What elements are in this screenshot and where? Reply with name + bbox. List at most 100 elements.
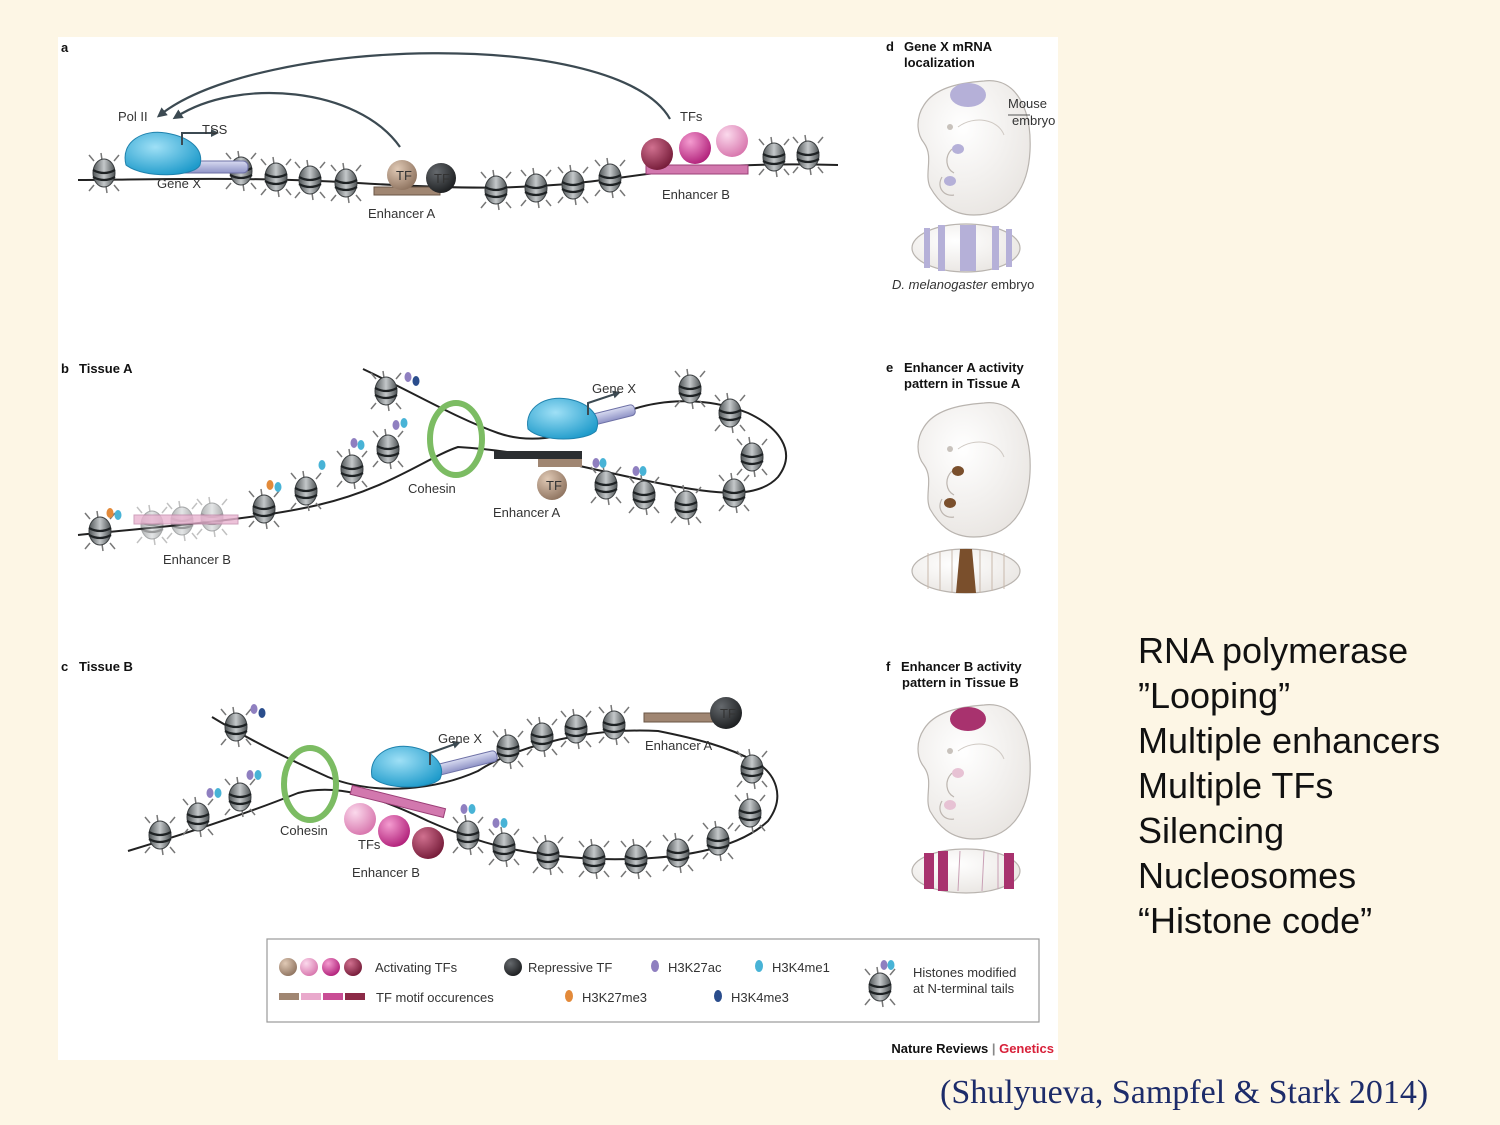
nucleosome xyxy=(329,161,363,205)
label-tf-a-2: TF xyxy=(434,171,450,186)
repressive-tf-c xyxy=(710,697,742,729)
legend-histones-1: Histones modified xyxy=(913,965,1016,980)
label-cohesin-c: Cohesin xyxy=(280,823,328,838)
tf-magenta-a xyxy=(679,132,711,164)
citation: (Shulyueva, Sampfel & Stark 2014) xyxy=(940,1074,1429,1111)
panel-f-title-1: Enhancer B activity xyxy=(901,659,1022,674)
tf-magenta-c xyxy=(378,815,410,847)
enhancer-a-bar-b xyxy=(494,451,582,459)
label-mouse: Mouse xyxy=(1008,96,1047,111)
activating-tf-a xyxy=(387,160,417,190)
panel-a-letter: a xyxy=(61,40,69,55)
arrow-enhancer-a-to-pol xyxy=(172,91,401,148)
label-tss: TSS xyxy=(202,122,228,137)
panel-e-title-2: pattern in Tissue A xyxy=(904,376,1021,391)
nucleosome xyxy=(669,483,703,527)
key-point: Multiple TFs xyxy=(1138,765,1334,806)
legend-nucleosome-icon xyxy=(863,960,897,1009)
pol-ii-c xyxy=(371,745,442,788)
journal-credit: Nature Reviews | Genetics xyxy=(891,1041,1054,1056)
enhancer-b-bar-c xyxy=(349,784,447,819)
key-points-list: RNA polymerase ”Looping” Multiple enhanc… xyxy=(1138,628,1488,943)
legend-tf-motif: TF motif occurences xyxy=(376,990,494,1005)
legend-activating-tfs-swatches xyxy=(279,958,362,976)
nucleosome xyxy=(491,727,525,771)
mouse-embryo-e xyxy=(917,402,1031,538)
label-pol-ii: Pol II xyxy=(118,109,148,124)
cohesin-ring-b xyxy=(427,400,485,478)
legend-repressive-tf: Repressive TF xyxy=(528,960,612,975)
nucleosome xyxy=(597,703,631,747)
fly-embryo-f xyxy=(911,848,1021,894)
legend-h3k4me3-swatch xyxy=(714,990,722,1002)
repressive-tf-a xyxy=(426,163,456,193)
panel-d-title-1: Gene X mRNA xyxy=(904,39,993,54)
label-enhancer-a-c: Enhancer A xyxy=(645,738,713,753)
histone-marks-b xyxy=(106,372,647,520)
label-enhancer-b-b: Enhancer B xyxy=(163,552,231,567)
panel-c-title: Tissue B xyxy=(79,659,133,674)
panel-d-title-2: localization xyxy=(904,55,975,70)
nucleosome xyxy=(589,463,623,507)
nucleosome xyxy=(701,819,735,863)
enhancer-a-motif-b xyxy=(538,459,582,467)
panel-e-title-1: Enhancer A activity xyxy=(904,360,1024,375)
tss-arrow-c xyxy=(429,740,461,765)
panel-c-letter: c xyxy=(61,659,68,674)
mouse-embryo-d xyxy=(917,80,1031,216)
nucleosome xyxy=(717,471,751,515)
key-point: “Histone code” xyxy=(1138,900,1373,941)
tf-dark-a xyxy=(641,138,673,170)
legend-repressive-swatch xyxy=(504,958,522,976)
label-enhancer-a-b: Enhancer A xyxy=(493,505,561,520)
nucleosome xyxy=(735,435,769,479)
nucleosome xyxy=(713,391,747,435)
nucleosome xyxy=(791,133,825,177)
nucleosome xyxy=(673,367,707,411)
pol-ii-b xyxy=(527,397,598,440)
histone-marks-c xyxy=(206,704,508,828)
mouse-embryo-f xyxy=(917,704,1031,840)
panel-d-letter: d xyxy=(886,39,894,54)
nucleosome xyxy=(479,168,513,212)
label-tfs-c: TFs xyxy=(358,837,381,852)
nucleosome xyxy=(757,135,791,179)
label-gene-x-a: Gene X xyxy=(157,176,201,191)
tf-dark-c xyxy=(412,827,444,859)
enhancer-b-bar-b xyxy=(133,514,239,525)
nucleosome xyxy=(577,837,611,881)
legend-h3k27me3-swatch xyxy=(565,990,573,1002)
nucleosome xyxy=(487,825,521,869)
label-tf-a-1: TF xyxy=(396,168,412,183)
arrow-enhancer-b-to-pol xyxy=(156,52,671,120)
enhancer-b-bar-a xyxy=(645,164,749,175)
fly-embryo-e xyxy=(911,548,1021,594)
legend-h3k4me1: H3K4me1 xyxy=(772,960,830,975)
tss-arrow-b xyxy=(587,390,621,415)
label-tfs-a: TFs xyxy=(680,109,703,124)
nucleosome xyxy=(556,163,590,207)
nucleosome xyxy=(369,369,403,413)
label-enhancer-b-a: Enhancer B xyxy=(662,187,730,202)
nucleosome xyxy=(181,795,215,839)
label-tf-b: TF xyxy=(546,478,562,493)
pol-ii-a xyxy=(124,131,202,176)
legend-h3k27ac: H3K27ac xyxy=(668,960,722,975)
legend-h3k27me3: H3K27me3 xyxy=(582,990,647,1005)
nucleosome xyxy=(531,833,565,877)
legend-h3k4me3: H3K4me3 xyxy=(731,990,789,1005)
key-point: RNA polymerase xyxy=(1138,630,1409,671)
nucleosome xyxy=(247,487,281,531)
label-gene-x-b: Gene X xyxy=(592,381,636,396)
dna-loop-b xyxy=(77,368,788,536)
dna-loop-c xyxy=(127,716,779,861)
nucleosome xyxy=(371,427,405,471)
key-point: ”Looping” xyxy=(1138,675,1291,716)
nucleosome xyxy=(87,151,121,195)
key-point: Nucleosomes xyxy=(1138,855,1357,896)
nucleosome xyxy=(335,447,369,491)
legend-h3k4me1-swatch xyxy=(755,960,763,972)
key-point: Multiple enhancers xyxy=(1138,720,1441,761)
label-enhancer-a-a: Enhancer A xyxy=(368,206,436,221)
nucleosome xyxy=(143,813,177,857)
